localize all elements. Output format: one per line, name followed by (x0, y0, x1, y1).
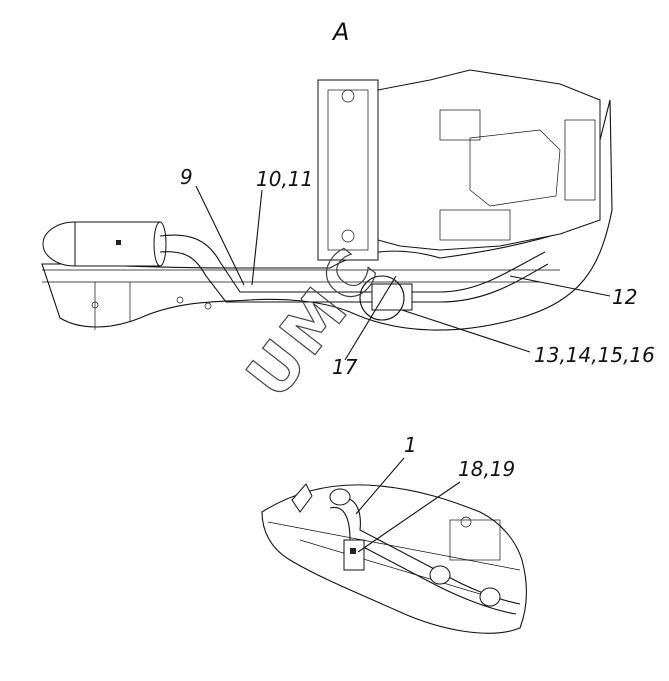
muffler-dot (116, 240, 121, 245)
callout-13-16: 13,14,15,16 (534, 343, 655, 367)
oil-pan (469, 129, 561, 207)
chassis-rail (42, 269, 560, 330)
frame-hole (176, 296, 184, 304)
pipe-elbow-3 (479, 587, 501, 607)
lower-engine-part (449, 519, 501, 561)
callout-10-11: 10,11 (256, 167, 313, 191)
upper-frame-outline (41, 99, 613, 331)
engine-detail-1 (439, 109, 481, 141)
radiator-cap-top (341, 89, 355, 103)
callout-17: 17 (332, 355, 358, 379)
callout-12: 12 (612, 285, 637, 309)
watermark: UMC (232, 233, 394, 412)
pipe-elbow-1 (329, 488, 351, 506)
lower-detail-view: 1 18,19 (261, 433, 527, 634)
leader-12 (509, 275, 611, 297)
leader-1 (355, 457, 405, 515)
leader-10-11 (251, 189, 263, 286)
engine-detail-3 (439, 209, 511, 241)
exhaust-pipe-lower (159, 251, 549, 303)
lower-rail-1 (267, 521, 521, 571)
radiator (317, 79, 379, 261)
frame-hole (204, 302, 212, 310)
pipe-elbow-2 (429, 565, 451, 585)
pipe-clamp (371, 283, 413, 311)
lower-rail-2 (299, 539, 501, 601)
detail-circle (359, 275, 405, 321)
leader-13-16 (401, 309, 531, 353)
view-label: A (331, 18, 349, 46)
leader-18-19 (357, 481, 461, 553)
lower-engine-cap (460, 516, 472, 528)
callout-1: 1 (404, 433, 417, 457)
callout-9: 9 (180, 165, 193, 189)
callout-18-19: 18,19 (458, 457, 515, 481)
lower-bracket-dot (350, 548, 356, 554)
leader-17 (344, 275, 397, 361)
radiator-cap-bottom (341, 229, 355, 243)
mount-tab (291, 483, 313, 513)
lower-bracket (343, 539, 365, 571)
lower-pipe-2 (329, 506, 517, 615)
upper-detail-view: 9 10,11 12 13,14,15,16 17 (41, 69, 655, 379)
engine-block (377, 69, 601, 251)
muffler-end (153, 221, 167, 267)
leader-9 (195, 185, 245, 286)
engine-detail-2 (564, 119, 596, 201)
frame-hole (91, 301, 99, 309)
